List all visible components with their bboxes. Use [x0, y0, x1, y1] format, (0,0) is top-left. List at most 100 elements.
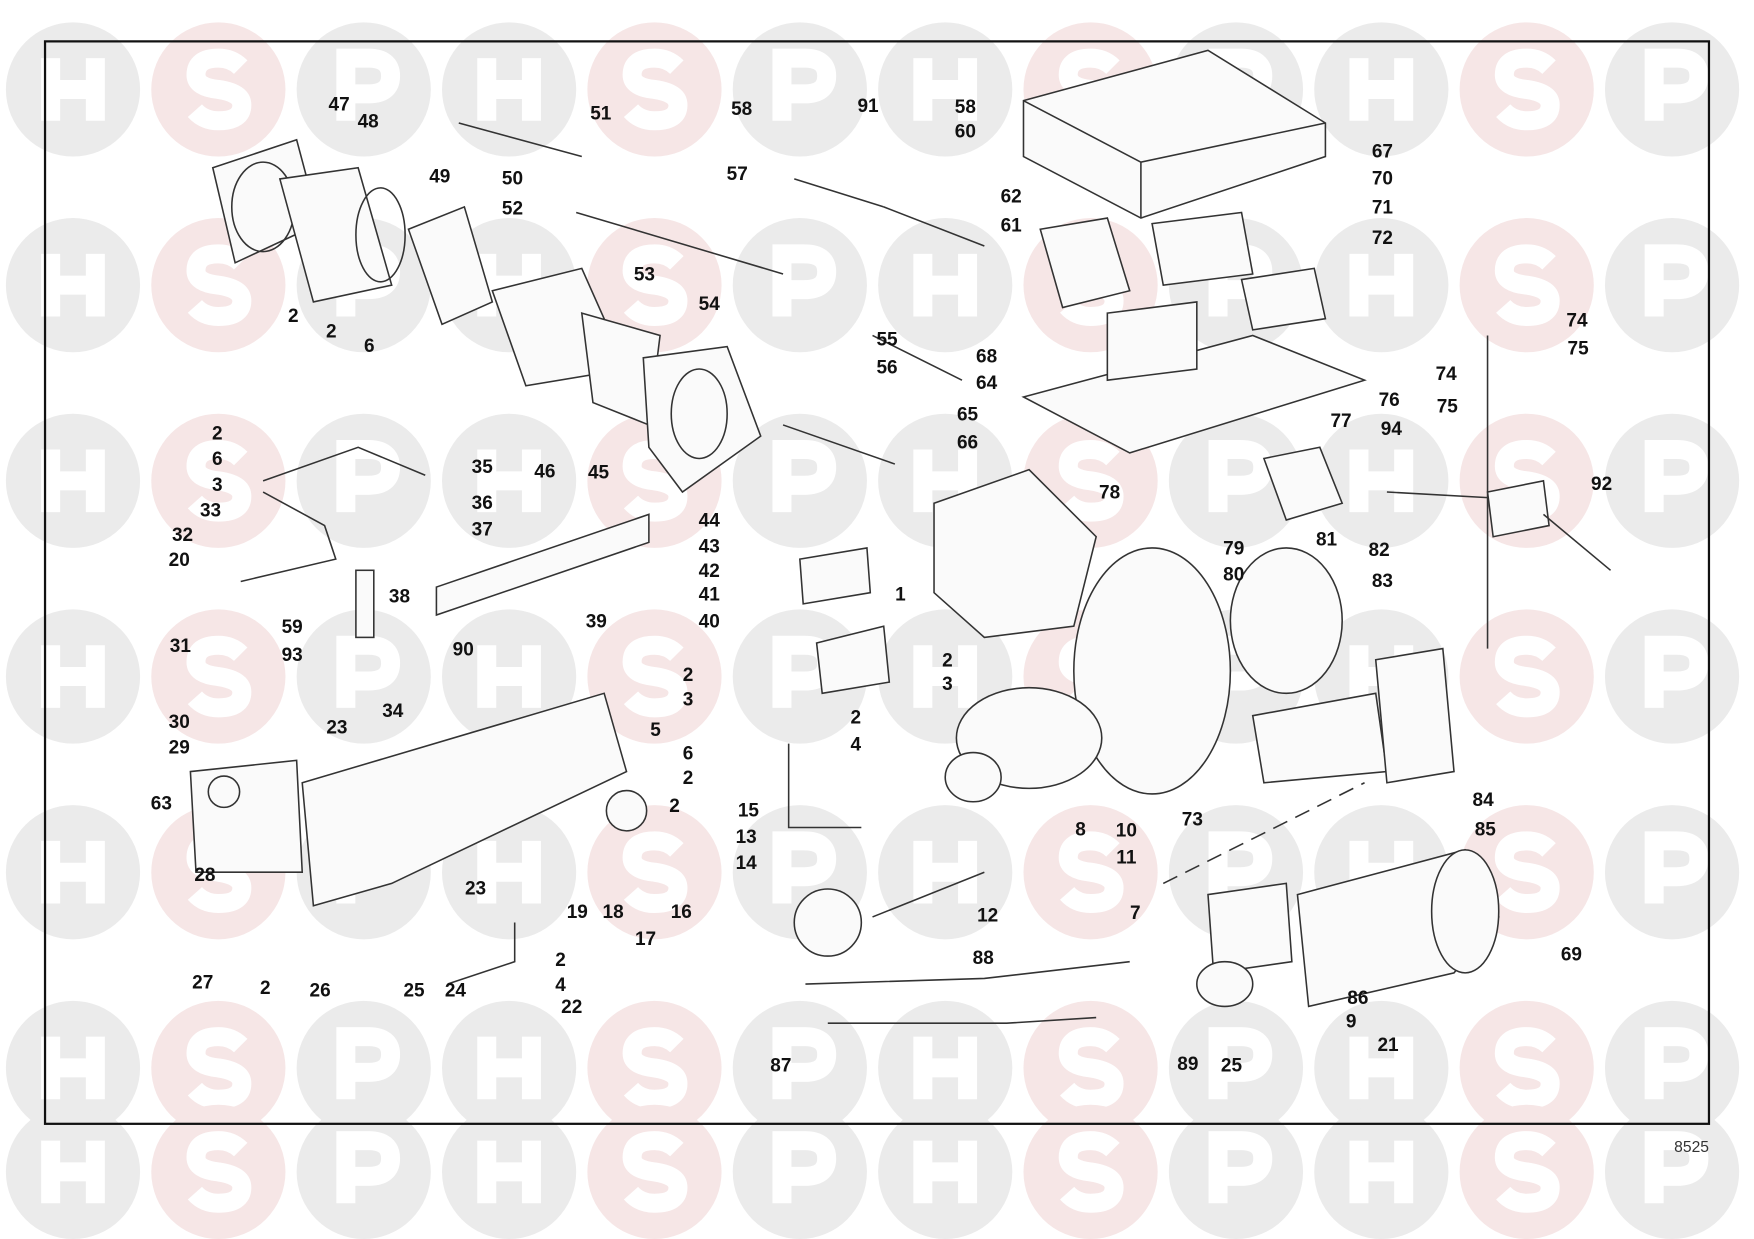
- part-label-39[interactable]: 39: [586, 611, 607, 632]
- part-label-13[interactable]: 13: [736, 827, 757, 848]
- part-label-11[interactable]: 11: [1116, 847, 1137, 868]
- part-label-3[interactable]: 3: [942, 674, 953, 695]
- part-label-23[interactable]: 23: [465, 879, 486, 900]
- part-label-87[interactable]: 87: [770, 1055, 791, 1076]
- part-label-2[interactable]: 2: [683, 768, 694, 789]
- part-label-2[interactable]: 2: [260, 978, 271, 999]
- part-label-14[interactable]: 14: [736, 853, 758, 874]
- part-label-2[interactable]: 2: [288, 306, 299, 327]
- part-label-25[interactable]: 25: [1221, 1055, 1243, 1076]
- part-label-61[interactable]: 61: [1001, 215, 1023, 236]
- part-label-3[interactable]: 3: [683, 690, 694, 711]
- part-label-27[interactable]: 27: [192, 973, 213, 994]
- part-label-37[interactable]: 37: [472, 520, 493, 541]
- part-label-69[interactable]: 69: [1561, 945, 1582, 966]
- part-label-60[interactable]: 60: [955, 122, 976, 143]
- part-label-18[interactable]: 18: [603, 902, 624, 923]
- part-label-2[interactable]: 2: [669, 796, 680, 817]
- part-label-4[interactable]: 4: [555, 975, 566, 996]
- part-label-74[interactable]: 74: [1566, 311, 1588, 332]
- part-label-15[interactable]: 15: [738, 800, 760, 821]
- part-label-29[interactable]: 29: [169, 738, 190, 759]
- part-label-9[interactable]: 9: [1346, 1012, 1357, 1033]
- part-label-48[interactable]: 48: [358, 111, 379, 132]
- part-label-2[interactable]: 2: [942, 650, 953, 671]
- part-label-28[interactable]: 28: [194, 865, 215, 886]
- part-label-35[interactable]: 35: [472, 457, 494, 478]
- part-label-91[interactable]: 91: [857, 96, 879, 117]
- part-label-92[interactable]: 92: [1591, 474, 1612, 495]
- part-label-54[interactable]: 54: [699, 294, 721, 315]
- part-label-5[interactable]: 5: [650, 720, 661, 741]
- part-label-81[interactable]: 81: [1316, 530, 1338, 551]
- part-label-62[interactable]: 62: [1001, 186, 1022, 207]
- part-label-79[interactable]: 79: [1223, 539, 1244, 560]
- part-label-75[interactable]: 75: [1568, 338, 1590, 359]
- part-label-88[interactable]: 88: [973, 948, 994, 969]
- part-label-64[interactable]: 64: [976, 373, 998, 394]
- part-label-22[interactable]: 22: [561, 997, 582, 1018]
- part-label-86[interactable]: 86: [1347, 988, 1368, 1009]
- part-label-2[interactable]: 2: [212, 423, 223, 444]
- part-label-24[interactable]: 24: [445, 980, 467, 1001]
- part-label-49[interactable]: 49: [429, 166, 450, 187]
- part-label-8[interactable]: 8: [1075, 819, 1086, 840]
- part-label-78[interactable]: 78: [1099, 483, 1120, 504]
- part-label-55[interactable]: 55: [876, 330, 898, 351]
- part-label-4[interactable]: 4: [850, 734, 861, 755]
- part-label-44[interactable]: 44: [699, 511, 721, 532]
- part-label-10[interactable]: 10: [1116, 820, 1137, 841]
- part-label-85[interactable]: 85: [1475, 819, 1497, 840]
- part-label-17[interactable]: 17: [635, 929, 656, 950]
- part-label-43[interactable]: 43: [699, 536, 720, 557]
- part-label-16[interactable]: 16: [671, 902, 692, 923]
- part-label-94[interactable]: 94: [1381, 419, 1403, 440]
- part-label-23[interactable]: 23: [326, 718, 347, 739]
- part-label-7[interactable]: 7: [1130, 903, 1141, 924]
- part-label-93[interactable]: 93: [282, 645, 303, 666]
- part-label-6[interactable]: 6: [364, 336, 375, 357]
- part-label-73[interactable]: 73: [1182, 809, 1203, 830]
- part-label-42[interactable]: 42: [699, 561, 720, 582]
- part-label-70[interactable]: 70: [1372, 169, 1393, 190]
- part-label-68[interactable]: 68: [976, 346, 997, 367]
- part-label-90[interactable]: 90: [453, 639, 474, 660]
- part-label-74[interactable]: 74: [1436, 364, 1458, 385]
- part-label-65[interactable]: 65: [957, 404, 979, 425]
- part-label-83[interactable]: 83: [1372, 571, 1393, 592]
- part-label-6[interactable]: 6: [212, 449, 223, 470]
- part-label-20[interactable]: 20: [169, 550, 190, 571]
- part-label-51[interactable]: 51: [590, 104, 612, 125]
- part-label-2[interactable]: 2: [683, 665, 694, 686]
- part-label-40[interactable]: 40: [699, 611, 720, 632]
- part-label-71[interactable]: 71: [1372, 198, 1394, 219]
- part-label-59[interactable]: 59: [282, 617, 303, 638]
- part-label-50[interactable]: 50: [502, 169, 523, 190]
- part-label-31[interactable]: 31: [170, 636, 192, 657]
- part-label-1[interactable]: 1: [895, 584, 906, 605]
- part-label-82[interactable]: 82: [1369, 540, 1390, 561]
- part-label-6[interactable]: 6: [683, 743, 694, 764]
- part-label-25[interactable]: 25: [403, 980, 425, 1001]
- part-label-72[interactable]: 72: [1372, 228, 1393, 249]
- part-label-3[interactable]: 3: [212, 475, 223, 496]
- part-label-30[interactable]: 30: [169, 712, 190, 733]
- part-label-46[interactable]: 46: [534, 461, 555, 482]
- part-label-67[interactable]: 67: [1372, 142, 1393, 163]
- part-label-75[interactable]: 75: [1437, 397, 1459, 418]
- part-label-26[interactable]: 26: [310, 980, 331, 1001]
- part-label-53[interactable]: 53: [634, 265, 655, 286]
- part-label-33[interactable]: 33: [200, 501, 221, 522]
- part-label-58[interactable]: 58: [731, 99, 752, 120]
- part-label-89[interactable]: 89: [1177, 1054, 1198, 1075]
- part-label-2[interactable]: 2: [850, 707, 861, 728]
- part-label-21[interactable]: 21: [1377, 1035, 1399, 1056]
- part-label-56[interactable]: 56: [876, 357, 897, 378]
- part-label-58[interactable]: 58: [955, 97, 976, 118]
- part-label-57[interactable]: 57: [727, 164, 748, 185]
- part-label-41[interactable]: 41: [699, 584, 721, 605]
- part-label-34[interactable]: 34: [382, 701, 404, 722]
- part-label-2[interactable]: 2: [555, 950, 566, 971]
- part-label-52[interactable]: 52: [502, 199, 523, 220]
- part-label-76[interactable]: 76: [1379, 390, 1400, 411]
